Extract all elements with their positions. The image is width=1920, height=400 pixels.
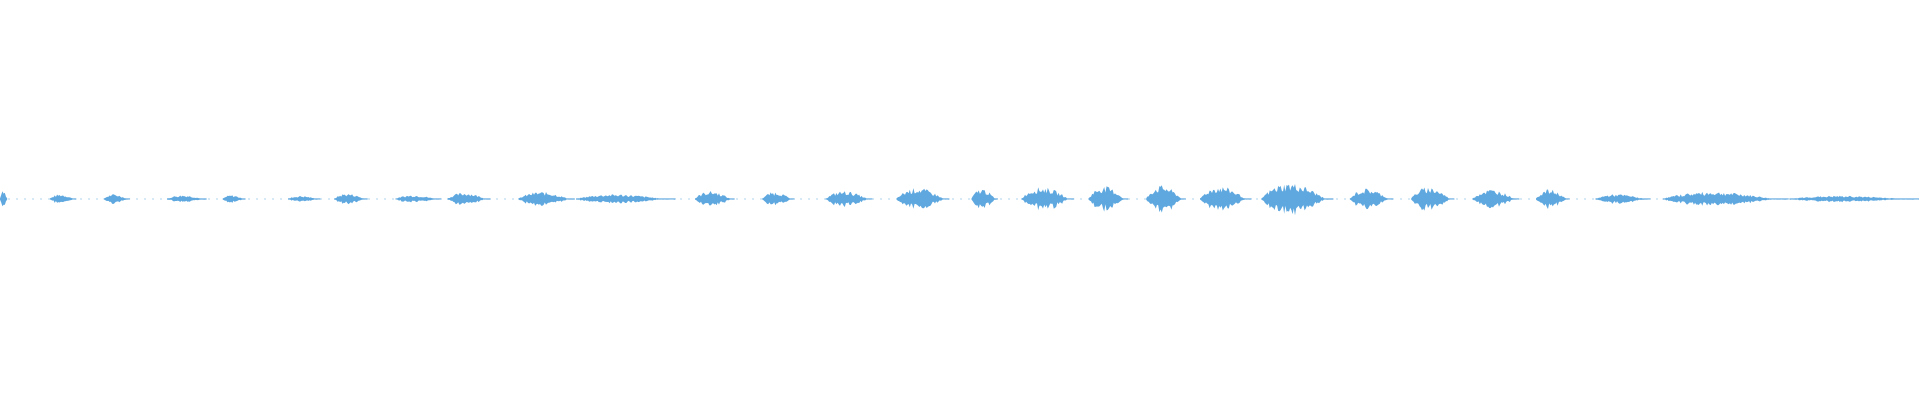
- waveform-burst: [288, 195, 321, 202]
- waveform-burst: [896, 188, 950, 209]
- waveform-burst: [518, 192, 575, 206]
- waveform-burst: [334, 194, 368, 205]
- waveform-burst: [1200, 187, 1252, 211]
- waveform-burst: [1088, 186, 1129, 212]
- waveform-burst: [447, 193, 491, 205]
- waveform-burst: [222, 195, 246, 203]
- waveform-burst: [1536, 189, 1570, 209]
- waveform-burst: [971, 189, 998, 209]
- waveform-burst: [1472, 190, 1520, 209]
- waveform-burst: [49, 194, 77, 203]
- waveform-burst: [1595, 194, 1651, 204]
- waveform-burst: [395, 195, 442, 203]
- waveform-burst: [103, 194, 131, 204]
- waveform-burst: [1146, 185, 1186, 213]
- waveform-burst: [1789, 195, 1919, 203]
- waveform-burst: [1261, 184, 1334, 216]
- waveform-burst: [695, 191, 735, 206]
- waveform-burst: [0, 191, 8, 207]
- waveform-burst: [1662, 191, 1789, 206]
- waveform-burst: [1349, 188, 1393, 210]
- waveform-burst: [167, 195, 207, 202]
- waveform-burst: [825, 191, 873, 207]
- waveform-burst: [576, 194, 676, 204]
- waveform-burst: [762, 192, 795, 206]
- waveform-burst: [1021, 187, 1075, 211]
- waveform-burst: [1411, 187, 1455, 211]
